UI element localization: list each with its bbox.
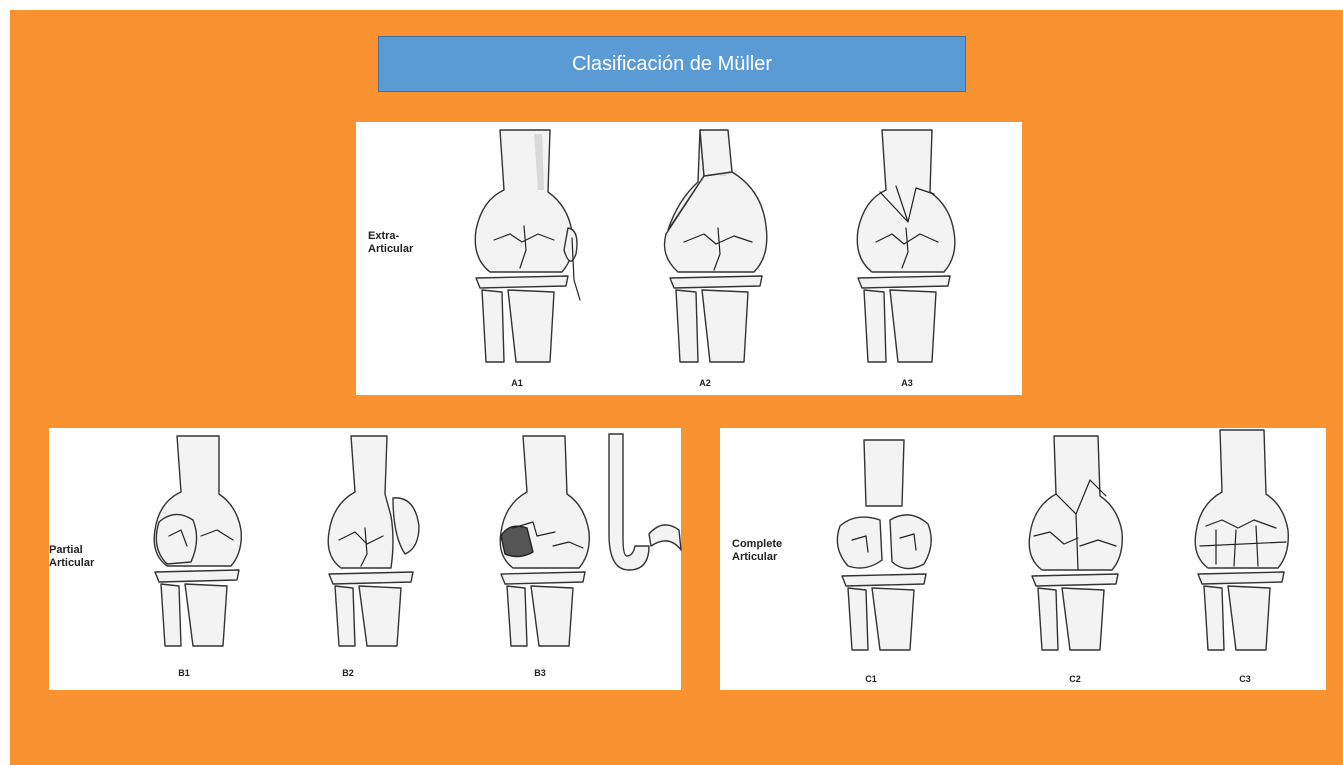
group-label-extra-articular: Extra- Articular bbox=[368, 230, 413, 256]
panel-partial-articular: Partial Articular B1 B2 B3 bbox=[49, 428, 681, 690]
elbow-illustration-a2 bbox=[654, 130, 784, 362]
figure-label-b1: B1 bbox=[169, 668, 199, 678]
elbow-illustration-c3 bbox=[1186, 430, 1304, 650]
title-banner: Clasificación de Müller bbox=[378, 36, 966, 92]
elbow-illustration-c1 bbox=[828, 440, 942, 650]
group-label-partial-articular: Partial Articular bbox=[49, 544, 94, 570]
figure-label-c3: C3 bbox=[1230, 674, 1260, 684]
elbow-illustration-b2 bbox=[321, 436, 431, 646]
figure-label-c1: C1 bbox=[856, 674, 886, 684]
figure-label-b2: B2 bbox=[333, 668, 363, 678]
figure-label-a2: A2 bbox=[690, 378, 720, 388]
elbow-illustration-b3 bbox=[493, 436, 603, 646]
figure-label-b3: B3 bbox=[525, 668, 555, 678]
panel-extra-articular: Extra- Articular A1 A2 A3 bbox=[356, 122, 1022, 395]
elbow-illustration-a3 bbox=[846, 130, 976, 362]
group-label-complete-articular: Complete Articular bbox=[732, 538, 782, 564]
elbow-illustration-a1 bbox=[464, 130, 594, 362]
panel-complete-articular: Complete Articular C1 C2 C3 bbox=[720, 428, 1326, 690]
elbow-illustration-b1 bbox=[145, 436, 255, 646]
elbow-lateral-illustration-b3 bbox=[603, 434, 683, 584]
title-text: Clasificación de Müller bbox=[572, 53, 772, 76]
elbow-illustration-c2 bbox=[1020, 436, 1138, 650]
figure-label-c2: C2 bbox=[1060, 674, 1090, 684]
figure-label-a1: A1 bbox=[502, 378, 532, 388]
figure-label-a3: A3 bbox=[892, 378, 922, 388]
